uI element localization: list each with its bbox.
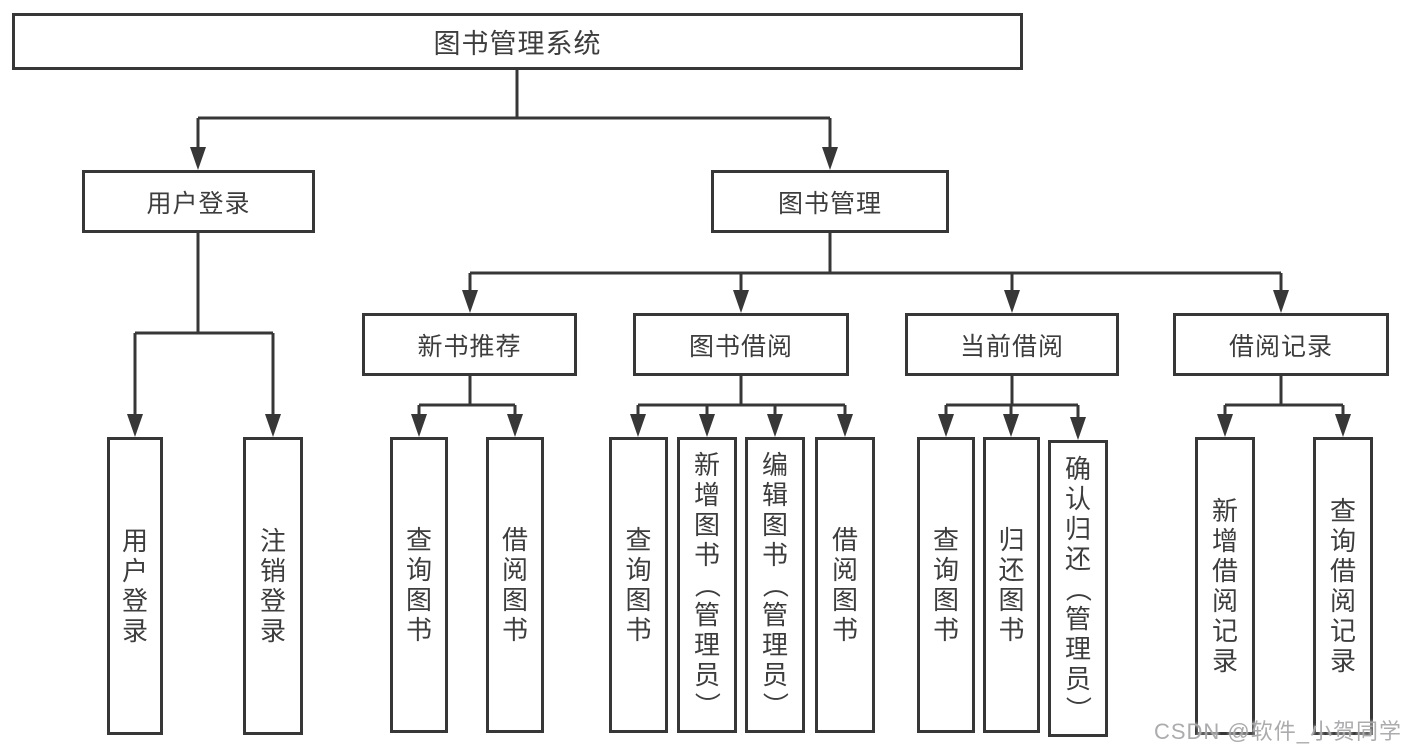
node-label: 用户登录	[121, 526, 148, 646]
node-label: 注销登录	[259, 526, 286, 646]
node-label: 新增借阅记录	[1211, 496, 1238, 676]
csdn-watermark: CSDN @软件_小贺同学	[1153, 719, 1402, 744]
node-label: 借阅图书	[501, 525, 528, 645]
node-borrow-records: 借阅记录	[1173, 313, 1389, 376]
node-label: 当前借阅	[959, 332, 1064, 361]
node-label: 图书管理系统	[433, 29, 602, 59]
node-leaf-borrow-books-1: 借阅图书	[486, 437, 544, 733]
node-leaf-query-books-1: 查询图书	[390, 437, 448, 733]
node-label: 查询图书	[405, 525, 432, 645]
node-leaf-query-borrow-record: 查询借阅记录	[1313, 437, 1373, 735]
node-leaf-query-books-2: 查询图书	[609, 437, 668, 733]
node-leaf-logout: 注销登录	[243, 437, 303, 735]
node-user-login: 用户登录	[82, 170, 315, 233]
node-label: 新增图书（管理员）	[691, 450, 722, 719]
node-label: 编辑图书（管理员）	[759, 450, 790, 719]
node-label: 归还图书	[998, 525, 1025, 645]
node-label: 查询借阅记录	[1329, 496, 1356, 676]
node-label: 用户登录	[146, 189, 251, 218]
node-label: 图书管理	[777, 189, 882, 218]
node-library-management-system: 图书管理系统	[12, 13, 1023, 70]
node-label: 查询图书	[625, 525, 652, 645]
node-label: 查询图书	[932, 525, 959, 645]
node-leaf-add-borrow-record: 新增借阅记录	[1195, 437, 1255, 735]
node-leaf-add-books-admin: 新增图书（管理员）	[677, 437, 737, 733]
node-leaf-borrow-books-2: 借阅图书	[815, 437, 875, 733]
node-book-management: 图书管理	[711, 170, 949, 233]
node-current-borrowing: 当前借阅	[905, 313, 1119, 376]
node-label: 借阅记录	[1228, 332, 1333, 361]
node-label: 确认归还（管理员）	[1062, 453, 1093, 722]
node-new-book-recommend: 新书推荐	[362, 313, 577, 376]
node-leaf-confirm-return-admin: 确认归还（管理员）	[1048, 440, 1108, 737]
node-leaf-edit-books-admin: 编辑图书（管理员）	[745, 437, 805, 733]
arrowheads	[127, 147, 1351, 440]
node-leaf-query-books-3: 查询图书	[917, 437, 975, 733]
node-book-borrowing: 图书借阅	[633, 313, 849, 376]
node-leaf-user-login: 用户登录	[107, 437, 163, 735]
node-label: 新书推荐	[417, 332, 522, 361]
node-label: 借阅图书	[831, 525, 858, 645]
node-label: 图书借阅	[688, 332, 793, 361]
node-leaf-return-books: 归还图书	[983, 437, 1040, 733]
